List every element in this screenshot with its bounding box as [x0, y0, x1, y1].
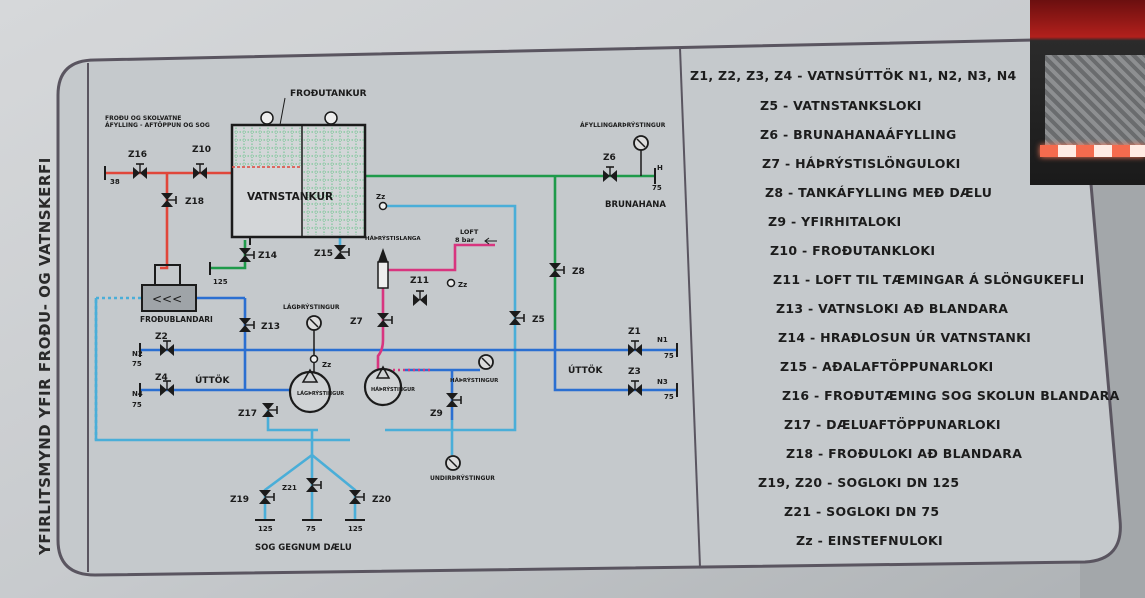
frodutankur-leader [279, 97, 286, 126]
label-size-125-tank: 125 [213, 278, 228, 286]
label-z17: Z17 [238, 409, 257, 419]
label-haarystislanga: HÁÞRÝSTISLANGA [365, 235, 421, 242]
label-z20: Z20 [372, 495, 391, 505]
legend-item: Z9 - YFIRHITALOKI [768, 214, 902, 229]
water-lines [140, 296, 677, 420]
legend-item: Z16 - FROÐUTÆMING SOG SKOLUN BLANDARA [782, 388, 1120, 403]
legend-item: Z8 - TANKÁFYLLING MEÐ DÆLU [765, 185, 993, 200]
label-z4: Z4 [155, 373, 168, 383]
label-n1: N1 [657, 336, 668, 344]
legend-item: Z11 - LOFT TIL TÆMINGAR Á SLÖNGUKEFLI [773, 272, 1085, 287]
label-brunahana: BRUNAHANA [605, 200, 666, 210]
label-z18: Z18 [185, 197, 204, 207]
hose-reel [377, 248, 389, 289]
label-zz-tank: Zz [376, 193, 385, 201]
label-haathrystingur: HÁÞRÝSTINGUR [450, 377, 499, 384]
water-tank [230, 111, 367, 245]
label-frodutankur: FROÐUTANKUR [290, 89, 367, 99]
label-loft: LOFT [460, 228, 479, 236]
legend-item: Z5 - VATNSTANKSLOKI [760, 98, 922, 113]
legend-item: Z17 - DÆLUAFTÖPPUNARLOKI [784, 417, 1001, 432]
arrow-loft [484, 237, 497, 245]
label-h: H [657, 164, 663, 172]
fire-truck-corner [1030, 0, 1145, 185]
check-valves [309, 201, 456, 364]
label-vatnstankur: VATNSTANKUR [247, 191, 333, 203]
label-z7: Z7 [350, 317, 363, 327]
label-lagthrystingur: LÁGÞRÝSTINGUR [283, 304, 340, 311]
legend-item: Z7 - HÁÞRÝSTISLÖNGULOKI [762, 156, 961, 171]
label-size-75-n4: 75 [132, 401, 142, 409]
legend-item: Z1, Z2, Z3, Z4 - VATNSÚTTÖK N1, N2, N3, … [690, 68, 1017, 83]
label-n4: N4 [132, 390, 143, 398]
label-size-125-z19: 125 [258, 525, 273, 533]
label-size-125-z20: 125 [348, 525, 363, 533]
legend-item: Z13 - VATNSLOKI AÐ BLANDARA [776, 301, 1009, 316]
label-n2: N2 [132, 350, 143, 358]
label-z6: Z6 [603, 153, 616, 163]
label-zz-pump: Zz [322, 361, 331, 369]
foam-mixer: <<< [141, 264, 197, 312]
label-z13: Z13 [261, 322, 280, 332]
label-frodu-skolvatn: FROÐU OG SKOLVATNE ÁFYLLING - AFTÖPPUN O… [105, 115, 210, 129]
label-zz-hose: Zz [458, 281, 467, 289]
label-size-75-n3: 75 [664, 393, 674, 401]
high-pressure-pump [363, 365, 403, 407]
legend-item: Z15 - AÐALAFTÖPPUNARLOKI [780, 359, 994, 374]
label-z9: Z9 [430, 409, 443, 419]
label-size-75-hydrant: 75 [652, 184, 662, 192]
label-z1: Z1 [628, 327, 641, 337]
legend-item: Z10 - FROÐUTANKLOKI [770, 243, 936, 258]
label-z16: Z16 [128, 150, 147, 160]
svg-text:<<<: <<< [152, 292, 182, 306]
legend-item: Z6 - BRUNAHANAÁFYLLING [760, 127, 957, 142]
label-z3: Z3 [628, 367, 641, 377]
legend-item: Z14 - HRAÐLOSUN ÚR VATNSTANKI [778, 330, 1032, 345]
label-uttok-left: ÚTTÖK [195, 374, 230, 386]
legend-item: Zz - EINSTEFNULOKI [796, 533, 943, 548]
label-z21: Z21 [282, 484, 297, 492]
label-uttok-right: ÚTTÖK [568, 364, 603, 376]
label-size-75-z21: 75 [306, 525, 316, 533]
label-z11: Z11 [410, 276, 429, 286]
label-z14: Z14 [258, 251, 277, 261]
label-sog-gegnum-daelu: SOG GEGNUM DÆLU [255, 543, 352, 553]
label-z8: Z8 [572, 267, 585, 277]
label-frodublandari: FROÐUBLANDARI [140, 315, 213, 324]
label-size-38: 38 [110, 178, 120, 186]
legend-item: Z19, Z20 - SOGLOKI DN 125 [758, 475, 960, 490]
low-pressure-pump [288, 368, 332, 414]
label-z19: Z19 [230, 495, 249, 505]
label-8bar: 8 bar [455, 236, 475, 244]
label-n3: N3 [657, 378, 668, 386]
label-z2: Z2 [155, 332, 168, 342]
label-undirthrystingur: UNDIRÞRÝSTINGUR [430, 475, 495, 482]
label-z15: Z15 [314, 249, 333, 259]
label-pump-high: HÁÞRÝSTINGUR [371, 386, 415, 393]
label-z10: Z10 [192, 145, 211, 155]
label-size-75-n2: 75 [132, 360, 142, 368]
label-pump-low: LÁGÞRÝSTINGUR [297, 390, 344, 397]
label-z5: Z5 [532, 315, 545, 325]
label-afyllingarthrystingur: ÁFYLLINGARÞRÝSTINGUR [580, 122, 666, 129]
label-size-75-n1: 75 [664, 352, 674, 360]
side-title: YFIRLITSMYND YFIR FROÐU- OG VATNSKERFI [36, 157, 54, 555]
legend-divider [679, 47, 701, 568]
legend-item: Z21 - SOGLOKI DN 75 [784, 504, 940, 519]
legend-item: Z18 - FROÐULOKI AÐ BLANDARA [786, 446, 1023, 461]
